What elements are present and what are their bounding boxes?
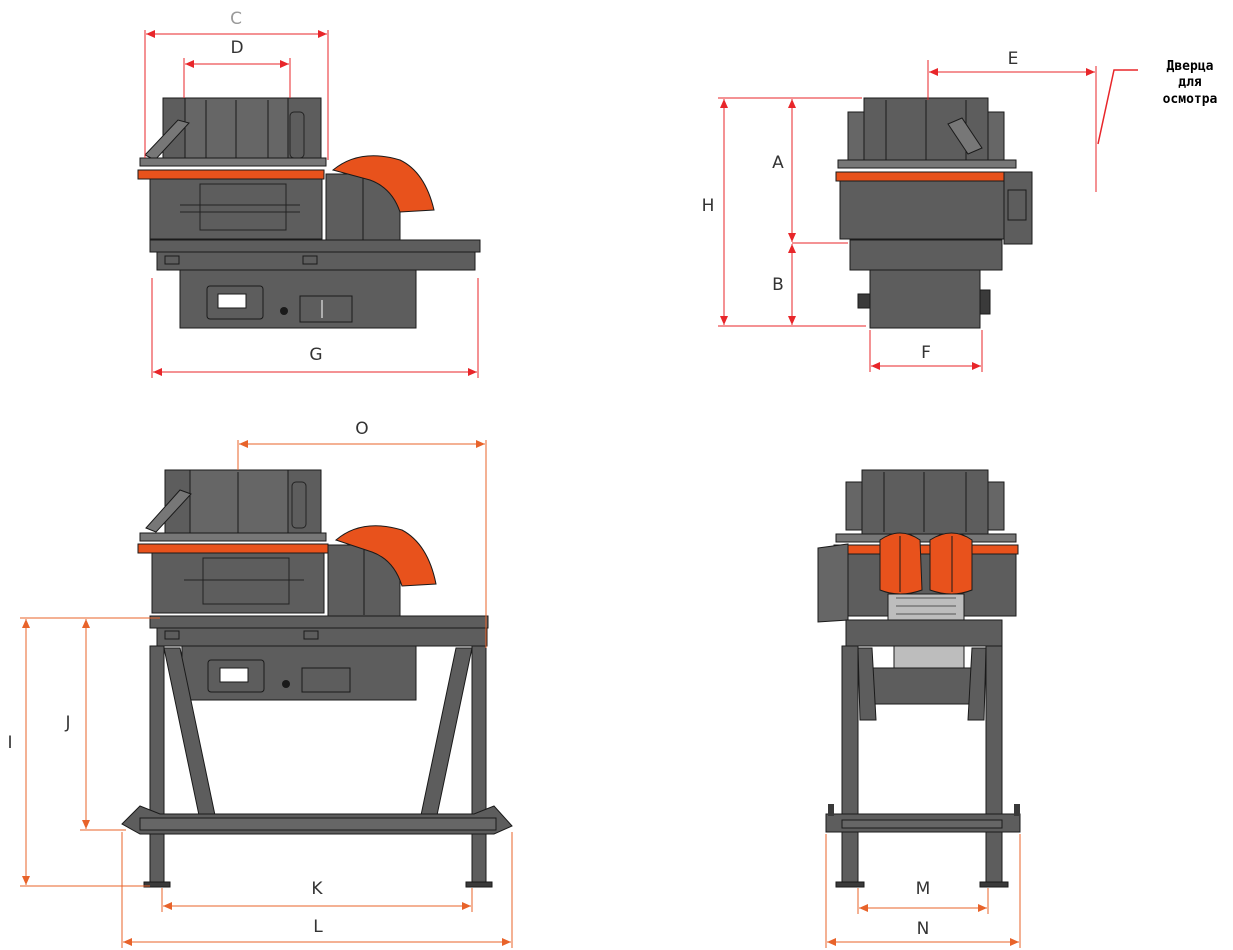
label-a: A xyxy=(772,153,784,173)
front-view-stand xyxy=(817,469,1021,888)
label-h: H xyxy=(702,196,715,216)
inspection-door-callout: Дверца для осмотра xyxy=(1097,59,1218,145)
note-line-1: Дверца xyxy=(1167,59,1214,74)
label-o: O xyxy=(355,419,368,439)
dimension-g: G xyxy=(151,278,479,378)
dimension-m: M xyxy=(857,879,989,914)
label-i: I xyxy=(7,733,12,753)
dimension-h: H xyxy=(702,97,792,327)
label-j: J xyxy=(64,713,70,733)
side-view-stand xyxy=(121,469,513,888)
front-view-top xyxy=(835,97,1033,329)
label-b: B xyxy=(772,275,784,295)
dimension-k: K xyxy=(161,879,473,912)
label-e: E xyxy=(1008,49,1019,69)
dimension-f: F xyxy=(869,330,983,372)
dimension-i: I xyxy=(7,617,160,887)
dimension-j: J xyxy=(64,619,126,831)
dimension-a: A xyxy=(772,97,862,244)
note-line-2: для xyxy=(1178,75,1202,90)
dimension-l: L xyxy=(121,832,513,948)
dimension-n: N xyxy=(825,834,1021,948)
note-line-3: осмотра xyxy=(1163,92,1218,107)
label-l: L xyxy=(313,917,323,937)
dimension-o: O xyxy=(237,419,487,648)
label-n: N xyxy=(917,919,930,939)
dimension-b: B xyxy=(772,244,866,327)
label-m: M xyxy=(916,879,931,899)
label-k: K xyxy=(311,879,323,899)
label-g: G xyxy=(309,345,322,365)
dimension-d: D xyxy=(183,38,291,98)
dimension-c: C xyxy=(144,9,329,160)
label-f: F xyxy=(921,343,931,363)
side-view-top xyxy=(137,97,481,329)
label-c: C xyxy=(230,9,242,29)
label-d: D xyxy=(230,38,243,58)
dimension-e: E xyxy=(927,49,1097,192)
